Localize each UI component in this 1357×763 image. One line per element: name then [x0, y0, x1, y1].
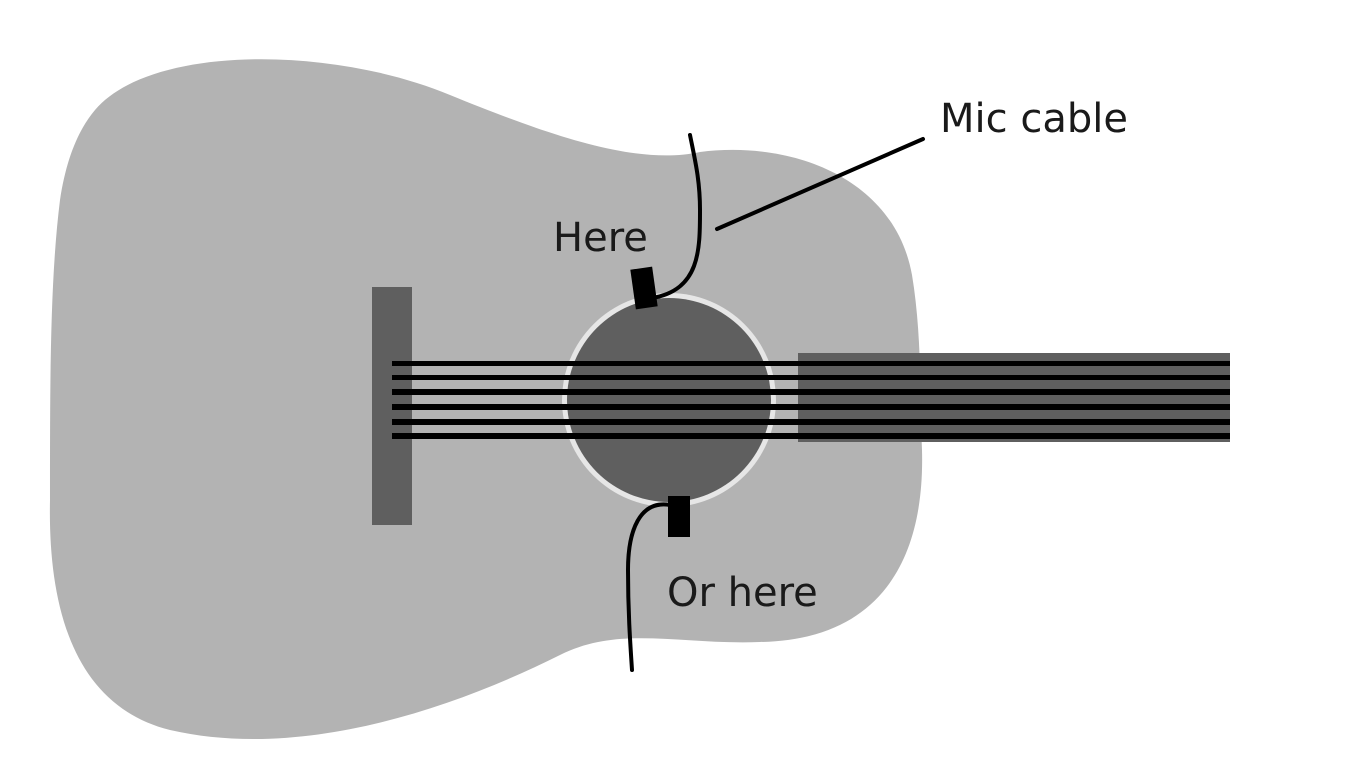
mic-bottom — [668, 496, 690, 537]
string-5 — [392, 419, 1230, 425]
string-6 — [392, 433, 1230, 439]
or-here-label: Or here — [667, 570, 818, 616]
mic-cable-top — [650, 133, 703, 300]
string-1 — [392, 361, 1230, 366]
guitar-body — [49, 59, 923, 740]
mic-cable-bottom — [625, 502, 672, 672]
string-4 — [392, 404, 1230, 410]
mic-cable-label: Mic cable — [940, 96, 1128, 142]
here-label: Here — [553, 215, 648, 261]
strings — [392, 361, 1230, 439]
soundhole — [567, 298, 771, 502]
string-2 — [392, 375, 1230, 380]
string-3 — [392, 389, 1230, 395]
mic-cable-leader-line — [715, 137, 925, 231]
neck — [798, 353, 1230, 442]
